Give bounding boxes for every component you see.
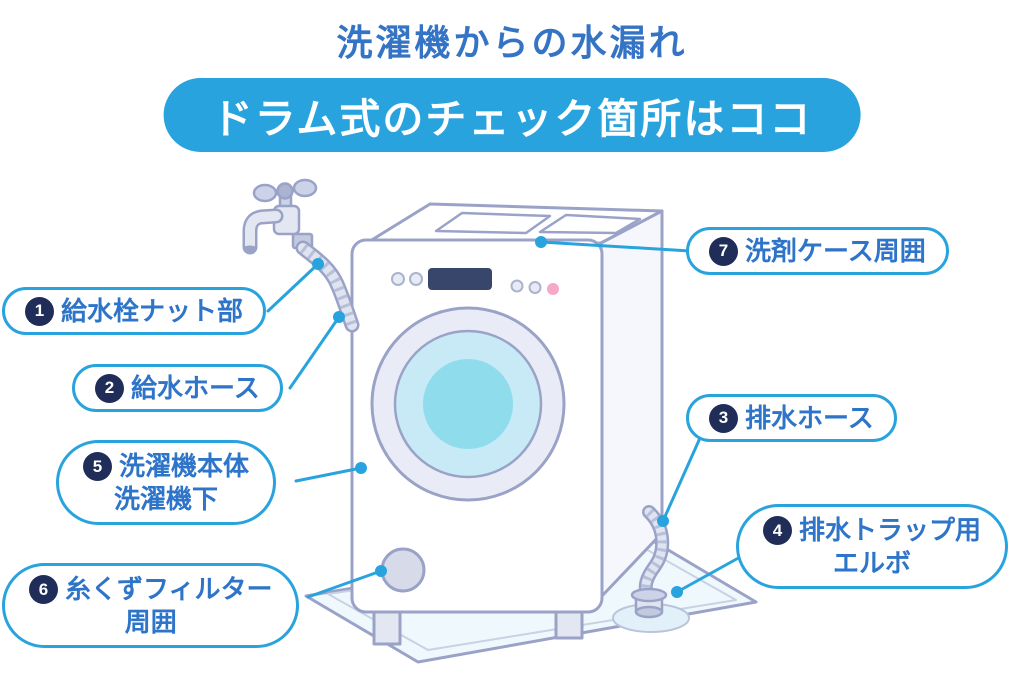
door-drum [423,359,513,449]
callout-label: 洗剤ケース周囲 [745,235,926,266]
power-lamp [547,283,559,295]
callout-label-line2: 周囲 [124,606,177,637]
callout-washer-body: 5 洗濯機本体 洗濯機下 [56,440,277,525]
number-badge-6: 6 [29,574,58,604]
callout-supply-hose: 2 給水ホース [72,364,283,412]
control-display [428,268,492,290]
connector-dots [312,236,683,598]
lint-filter [380,547,426,593]
control-button [510,279,524,293]
number-badge-4: 4 [763,515,792,545]
number-badge-1: 1 [25,296,54,326]
callout-label: 給水ホース [131,372,260,403]
callout-label: 排水トラップ用 [799,515,982,545]
callout-drain-trap-elbow: 4 排水トラップ用 エルボ [736,504,1009,589]
callout-label: 洗濯機本体 [119,451,250,481]
callout-label: 糸くずフィルター [65,574,273,604]
connector-lines [266,240,744,599]
callout-detergent-case: 7 洗剤ケース周囲 [686,227,949,275]
callout-label: 給水栓ナット部 [61,295,244,326]
page-title: 洗濯機からの水漏れ [336,22,688,63]
number-badge-2: 2 [95,373,124,403]
number-badge-7: 7 [709,236,738,266]
control-button [391,272,405,286]
callout-supply-faucet-nut: 1 給水栓ナット部 [2,287,267,335]
washer-side [599,209,664,599]
callout-lint-filter: 6 糸くずフィルター 周囲 [2,563,300,648]
number-badge-3: 3 [709,403,738,433]
number-badge-5: 5 [83,451,112,481]
faucet-handle [252,183,278,203]
callout-label-line2: 洗濯機下 [114,483,219,514]
detergent-case [434,211,552,235]
control-button [409,272,423,286]
callout-label-line2: エルボ [833,547,912,578]
banner-heading: ドラム式のチェック箇所はココ [163,78,861,152]
callout-label: 排水ホース [745,402,874,433]
callout-drain-hose: 3 排水ホース [686,394,897,442]
control-button [528,281,542,294]
detergent-case-lid [538,213,642,235]
